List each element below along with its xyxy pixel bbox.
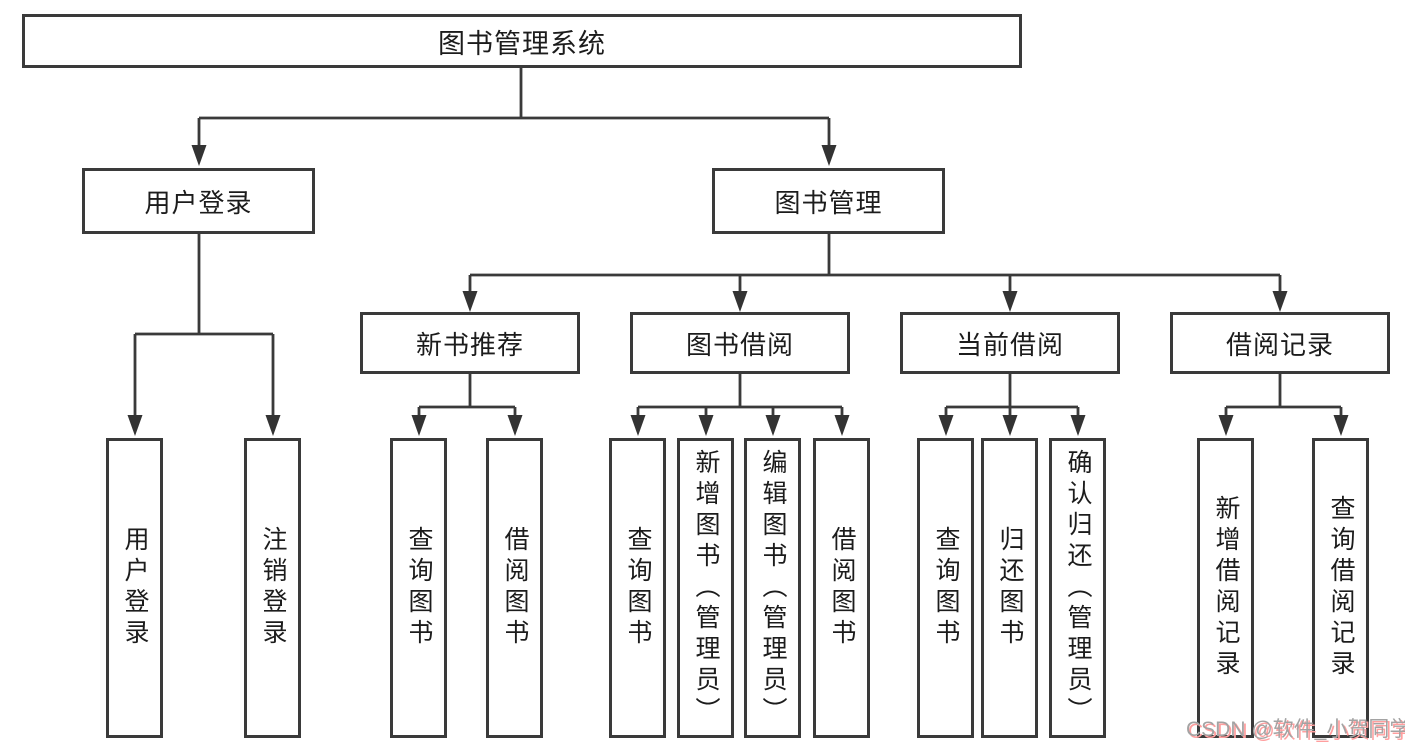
node-book-borrow: 图书借阅 (630, 312, 850, 374)
node-label: 新增图书（管理员） (692, 448, 720, 728)
node-label: 查询图书 (932, 526, 960, 650)
node-label: 确认归还（管理员） (1064, 448, 1092, 728)
node-library-management-system: 图书管理系统 (22, 14, 1022, 68)
leaf-return-books: 归还图书 (981, 438, 1038, 738)
node-label: 查询图书 (405, 526, 433, 650)
leaf-borrow-books-recommend: 借阅图书 (486, 438, 543, 738)
node-label: 查询图书 (624, 526, 652, 650)
node-label: 用户登录 (144, 187, 253, 218)
node-label: 图书借阅 (685, 329, 794, 360)
node-label: 图书管理 (774, 187, 883, 218)
leaf-user-login: 用户登录 (106, 438, 163, 738)
node-label: 归还图书 (996, 526, 1024, 650)
node-label: 图书管理系统 (438, 28, 606, 59)
node-label: 新增借阅记录 (1212, 495, 1240, 681)
leaf-add-books-admin: 新增图书（管理员） (677, 438, 734, 738)
leaf-confirm-return-admin: 确认归还（管理员） (1049, 438, 1106, 738)
node-label: 注销登录 (259, 526, 287, 650)
node-label: 借阅记录 (1225, 329, 1334, 360)
node-label: 查询借阅记录 (1327, 495, 1355, 681)
node-label: 新书推荐 (415, 329, 524, 360)
leaf-query-books-recommend: 查询图书 (390, 438, 447, 738)
node-user-login: 用户登录 (82, 168, 315, 234)
node-book-management: 图书管理 (712, 168, 945, 234)
node-label: 当前借阅 (955, 329, 1064, 360)
leaf-query-borrow-record: 查询借阅记录 (1312, 438, 1369, 738)
node-borrow-records: 借阅记录 (1170, 312, 1390, 374)
node-label: 借阅图书 (828, 526, 856, 650)
leaf-query-books-current: 查询图书 (917, 438, 974, 738)
leaf-query-books-borrow: 查询图书 (609, 438, 666, 738)
leaf-logout: 注销登录 (244, 438, 301, 738)
leaf-borrow-books: 借阅图书 (813, 438, 870, 738)
csdn-watermark: CSDN @软件_小贺同学 (1186, 718, 1405, 741)
node-label: 借阅图书 (501, 526, 529, 650)
leaf-add-borrow-record: 新增借阅记录 (1197, 438, 1254, 738)
node-new-book-recommend: 新书推荐 (360, 312, 580, 374)
node-label: 用户登录 (121, 526, 149, 650)
node-current-borrow: 当前借阅 (900, 312, 1120, 374)
node-label: 编辑图书（管理员） (759, 448, 787, 728)
leaf-edit-books-admin: 编辑图书（管理员） (744, 438, 801, 738)
